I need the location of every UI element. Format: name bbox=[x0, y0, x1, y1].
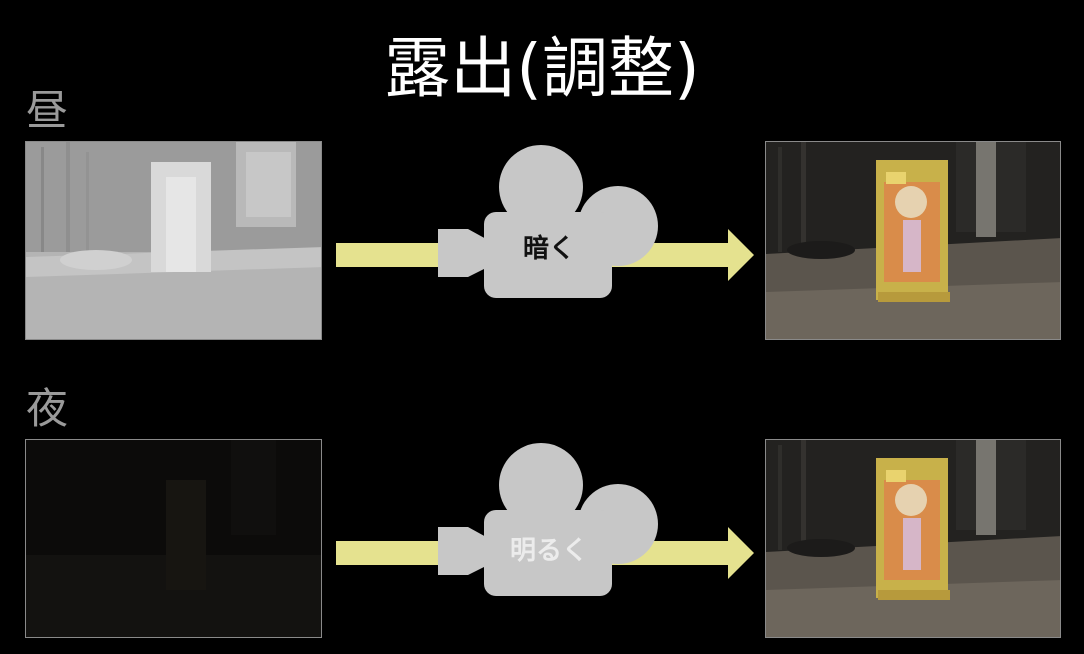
camera-icon-night bbox=[438, 443, 658, 596]
row-label-night: 夜 bbox=[26, 384, 69, 433]
output-photo-day bbox=[765, 141, 1061, 340]
page-title: 露出(調整) bbox=[384, 30, 700, 107]
camera-action-darken: 暗く bbox=[522, 234, 575, 264]
input-photo-day bbox=[25, 141, 322, 340]
camera-action-brighten: 明るく bbox=[509, 536, 588, 566]
input-photo-night bbox=[25, 439, 322, 638]
row-label-day: 昼 bbox=[26, 86, 69, 135]
output-photo-night bbox=[765, 439, 1061, 638]
camera-icon-day bbox=[438, 145, 658, 298]
